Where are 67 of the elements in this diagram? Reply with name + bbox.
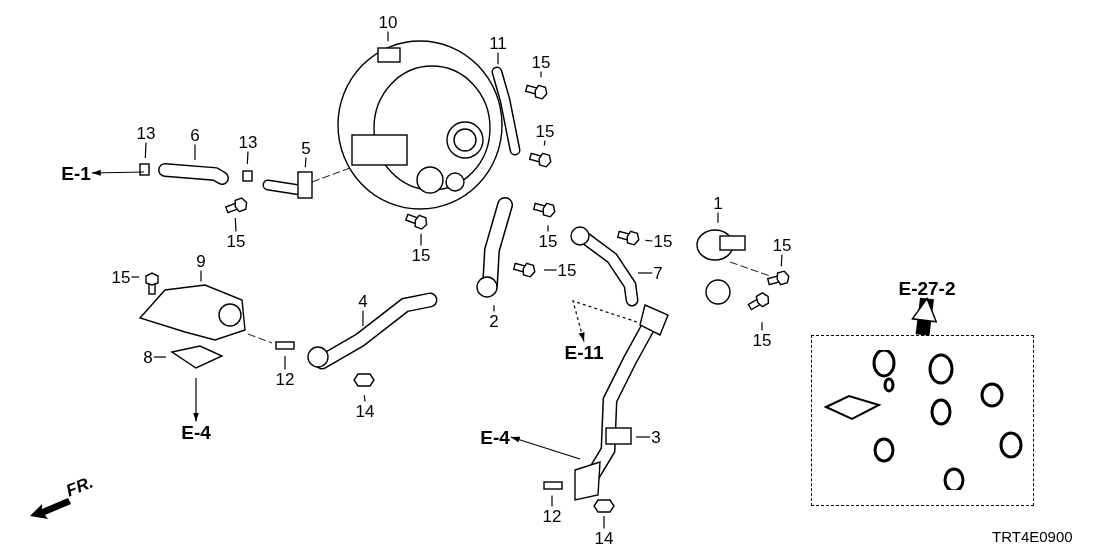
- leader-line: [363, 394, 366, 403]
- leader-line: [362, 309, 364, 327]
- arrow: [510, 436, 581, 460]
- leader-line: [551, 494, 553, 508]
- callout-number: 12: [541, 506, 563, 526]
- reference-label: E-11: [563, 341, 605, 363]
- leader-line: [153, 356, 167, 358]
- leader-line: [497, 51, 499, 65]
- leader-line: [144, 141, 147, 159]
- arrow: [91, 169, 145, 176]
- callout-number: 13: [135, 123, 157, 143]
- leader-line: [200, 269, 202, 283]
- direction-label: FR.: [63, 473, 96, 500]
- leader-line: [761, 321, 763, 332]
- drawing-number: TRT4E0900: [992, 529, 1073, 544]
- callout-number: 12: [274, 369, 296, 389]
- leader-line: [603, 515, 605, 530]
- leader-line: [635, 436, 651, 438]
- callout-number: 15: [556, 260, 578, 280]
- callout-number: 15: [771, 235, 793, 255]
- kit-outline-box: [811, 335, 1034, 506]
- reference-label: E-1: [60, 162, 92, 184]
- callout-number: 14: [354, 401, 376, 421]
- arrow: [572, 300, 638, 343]
- callout-number: 8: [142, 347, 154, 367]
- reference-label: E-4: [479, 426, 511, 448]
- callout-number: 11: [488, 33, 508, 53]
- callout-number: 2: [488, 311, 500, 331]
- arrow: [193, 377, 199, 423]
- callout-number: 3: [650, 427, 662, 447]
- callout-number: 15: [537, 231, 559, 251]
- leader-line: [284, 355, 286, 371]
- callout-number: 15: [652, 231, 674, 251]
- reference-label: E-4: [180, 421, 212, 443]
- callout-number: 9: [195, 251, 207, 271]
- callout-number: 4: [357, 291, 369, 311]
- callout-number: 5: [300, 138, 312, 158]
- callout-number: 10: [377, 12, 399, 32]
- leader-line: [493, 304, 495, 313]
- reference-label: E-27-2: [897, 277, 957, 299]
- callout-number: 15: [110, 267, 132, 287]
- callout-number: 15: [225, 231, 247, 251]
- leader-line: [194, 143, 196, 161]
- callout-number: 7: [652, 263, 664, 283]
- leader-line: [130, 276, 140, 278]
- leader-line: [304, 156, 307, 168]
- callout-number: 15: [530, 52, 552, 72]
- leader-line: [387, 30, 389, 42]
- leader-line: [420, 233, 422, 247]
- leader-line: [644, 239, 654, 242]
- callout-number: 6: [189, 125, 201, 145]
- callout-number: 14: [593, 528, 615, 548]
- callout-number: 15: [410, 245, 432, 265]
- leader-line: [547, 224, 549, 233]
- leader-line: [637, 272, 653, 274]
- callout-number: 13: [237, 132, 259, 152]
- block-arrow: [911, 297, 937, 336]
- callout-number: 1: [712, 193, 724, 213]
- leader-line: [234, 217, 237, 233]
- leader-line: [543, 269, 558, 271]
- leader-line: [543, 139, 546, 147]
- leader-line: [717, 211, 719, 224]
- callout-number: 15: [751, 330, 773, 350]
- leader-line: [780, 253, 783, 267]
- leader-line: [540, 70, 542, 78]
- leader-line: [246, 150, 249, 165]
- callout-number: 15: [534, 121, 556, 141]
